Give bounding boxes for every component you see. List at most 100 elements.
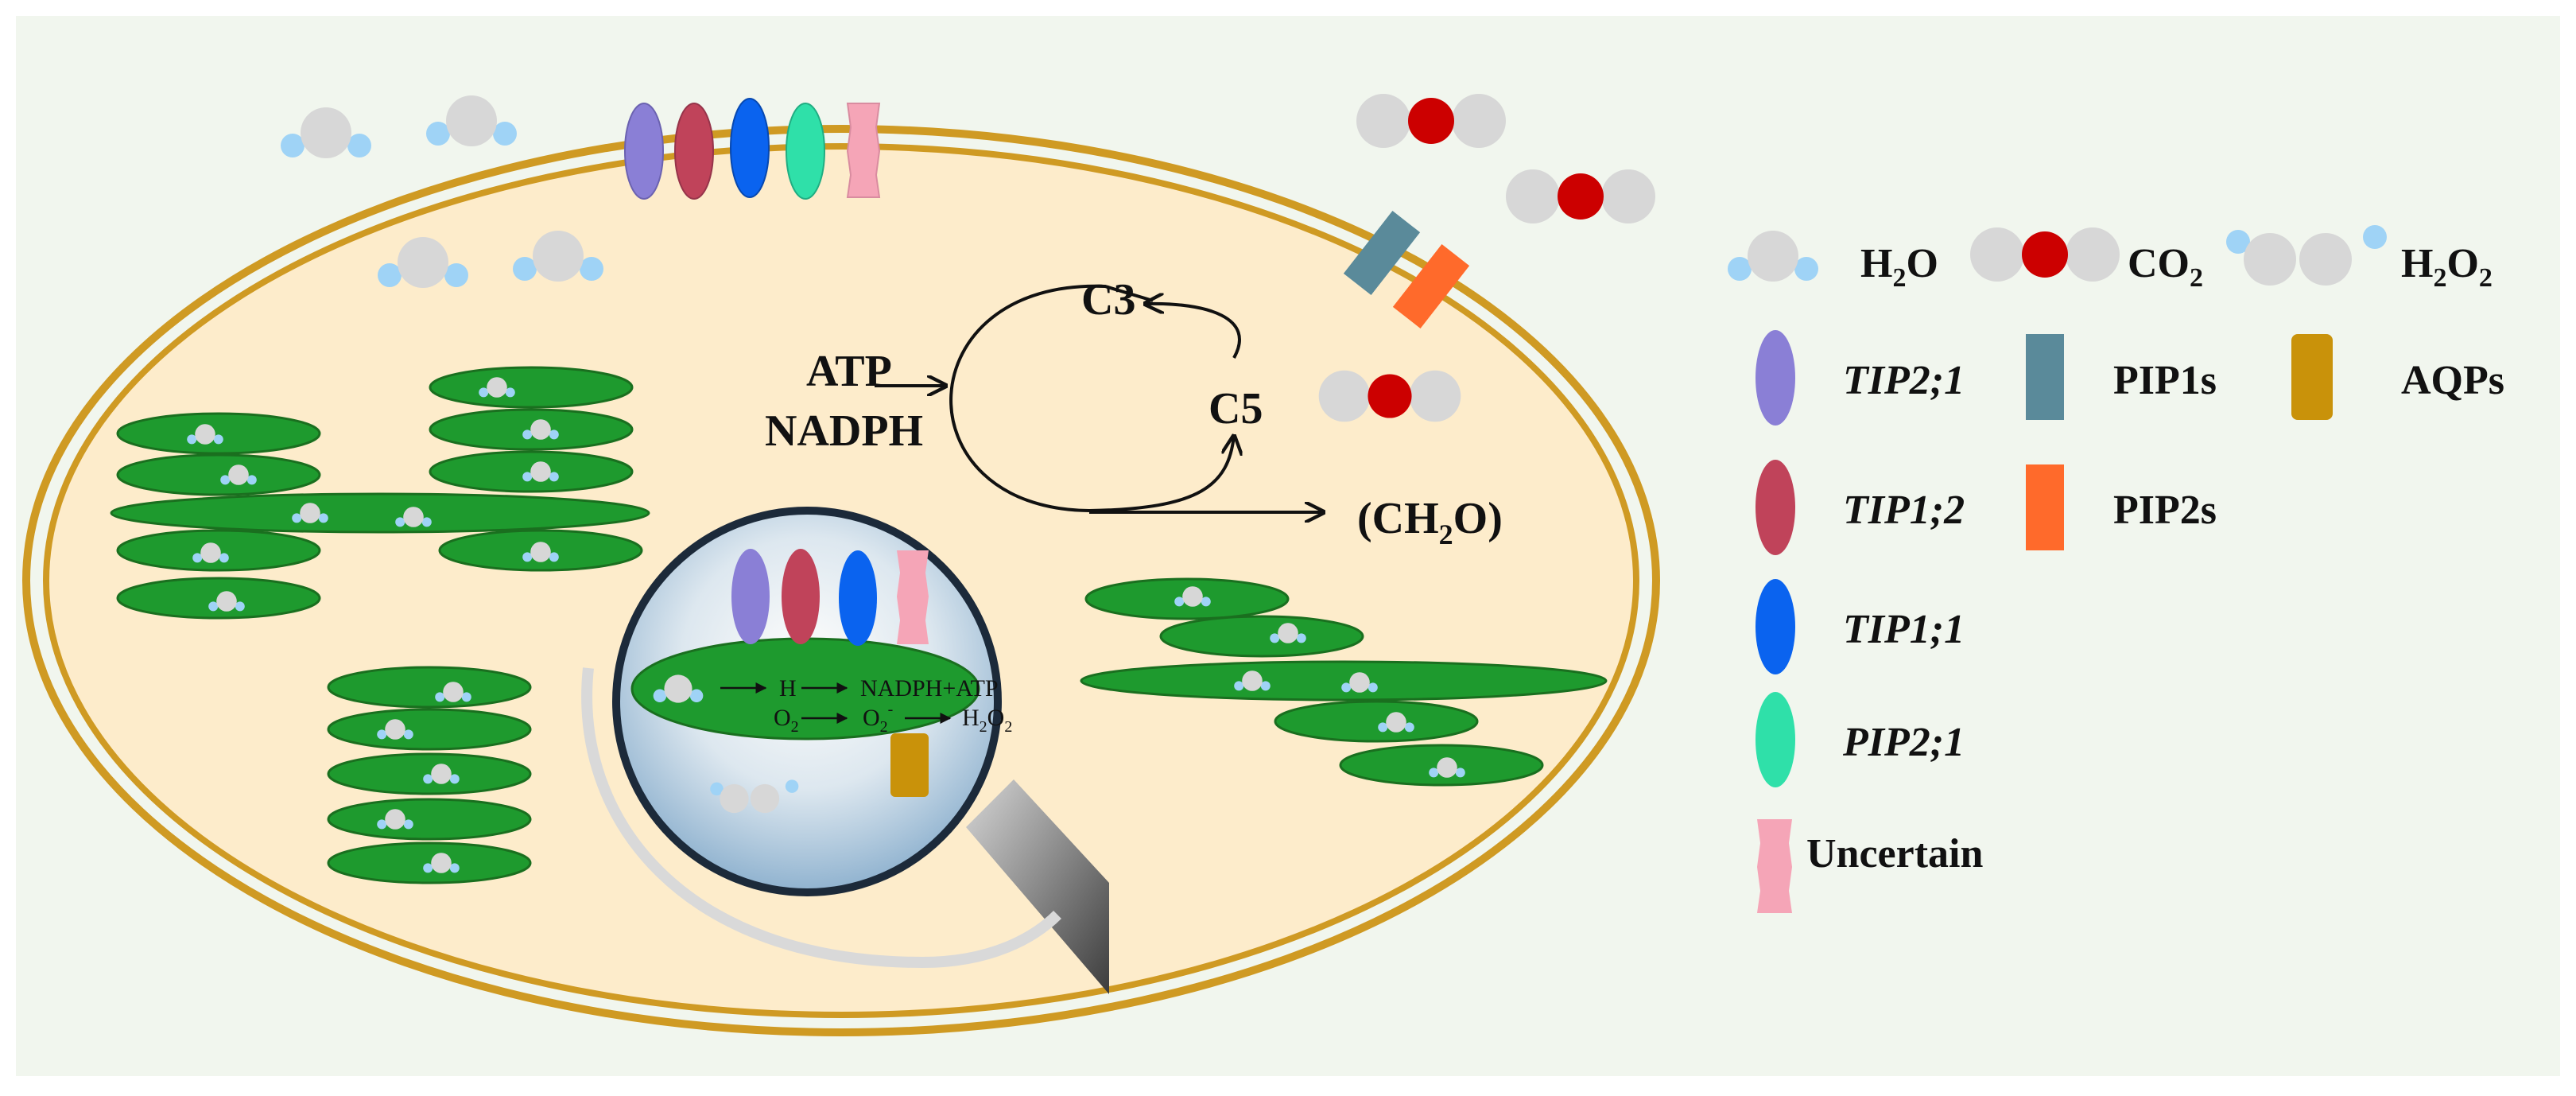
thylakoid-disc <box>1274 700 1479 743</box>
water-mark-icon <box>479 377 515 398</box>
legend-aqps-label: AQPs <box>2401 358 2504 403</box>
lens-h-label: H <box>779 675 797 702</box>
lens-molecules <box>653 674 799 814</box>
water-mark-icon <box>377 809 413 830</box>
calvin-cycle: ATP NADPH C3 C5 (CH2O) <box>765 275 1503 550</box>
tip12-channel <box>674 103 714 200</box>
membrane-channels-right <box>1343 211 1470 328</box>
tip11-channel <box>730 98 770 198</box>
legend-pip21-swatch <box>1755 692 1795 787</box>
water-mark-icon <box>423 764 460 784</box>
water-mark-icon <box>208 591 245 612</box>
thylakoid-disc <box>1159 615 1364 658</box>
legend-uncertain-label: Uncertain <box>1806 831 1983 876</box>
legend-uncertain-swatch <box>1757 819 1792 913</box>
c3-label: C3 <box>1081 275 1135 325</box>
cycle-arc-left <box>949 284 1154 512</box>
thylakoid-disc <box>1080 660 1608 702</box>
product-label: (CH2O) <box>1357 494 1503 550</box>
pip1s-channel <box>1343 211 1421 295</box>
legend-tip21-label: TIP2;1 <box>1843 358 1965 403</box>
legend-tip11-swatch <box>1755 579 1795 674</box>
water-mark-icon <box>1378 712 1414 733</box>
h2o-molecule <box>513 231 603 282</box>
lens-o2-label: O2 <box>774 705 799 736</box>
outer-membrane <box>22 125 1660 1036</box>
water-mark-icon <box>423 853 460 873</box>
water-mark-icon <box>1341 672 1378 693</box>
thylakoid-disc <box>429 366 634 409</box>
lens-uncertain-channel <box>897 550 929 644</box>
to-c5-arrow <box>1088 436 1234 512</box>
legend-h2o2-icon <box>2226 225 2387 286</box>
lens-h2o2-molecule <box>710 779 799 814</box>
thylakoid-disc <box>110 492 650 534</box>
water-mark-icon <box>522 461 559 482</box>
tip21-channel <box>624 103 664 200</box>
water-mark-icon <box>187 424 223 445</box>
h2o-molecule <box>426 95 517 146</box>
pip21-channel <box>786 103 825 200</box>
thylakoid-disc <box>116 453 321 496</box>
water-mark-icon <box>192 542 229 563</box>
h2o-molecule <box>378 237 468 288</box>
legend-co2-label: CO2 <box>2128 241 2203 293</box>
molecules-layer <box>281 94 1655 422</box>
legend-pip2s-label: PIP2s <box>2113 488 2217 533</box>
legend-tip12-label: TIP1;2 <box>1843 488 1965 533</box>
nadph-label: NADPH <box>765 406 923 456</box>
uncertain-channel <box>846 103 881 198</box>
water-mark-icon <box>1429 757 1465 778</box>
legend-molecule-icons <box>1728 225 2387 286</box>
legend: H2O CO2 H2O2 TIP2;1 TIP1;2 TIP1;1 PIP2;1… <box>1728 225 2504 913</box>
legend-tip12-swatch <box>1755 460 1795 555</box>
legend-pip21-label: PIP2;1 <box>1842 720 1965 765</box>
water-mark-icon <box>292 503 328 523</box>
co2-molecule <box>1356 94 1506 148</box>
lens-h2o-molecule <box>653 674 704 703</box>
legend-co2-icon <box>1970 227 2120 282</box>
atp-label: ATP <box>806 347 892 396</box>
thylakoid-disc <box>327 708 532 751</box>
co2-molecule <box>1506 169 1655 223</box>
lens-superoxide-label: O2- <box>863 701 893 736</box>
water-mark-icon <box>522 419 559 440</box>
water-mark-icon <box>395 507 432 527</box>
thylakoid-disc <box>327 752 532 795</box>
thylakoid-disc <box>116 412 321 455</box>
water-mark-icon <box>220 464 257 485</box>
legend-pip1s-label: PIP1s <box>2113 358 2217 403</box>
water-mark-icon <box>522 542 559 562</box>
legend-pip2s-swatch <box>2026 464 2064 550</box>
water-mark-icon <box>1234 670 1271 691</box>
water-mark-icon <box>377 719 413 740</box>
co2-molecule <box>1318 370 1461 422</box>
water-mark-icon <box>435 682 471 702</box>
thylakoid-stacks <box>110 366 1608 884</box>
legend-aqps-swatch <box>2291 334 2333 420</box>
lens-nadph-atp-label: NADPH+ATP <box>860 675 999 702</box>
pip2s-channel <box>1392 244 1470 328</box>
magnifier-rim-shadow <box>581 667 1061 969</box>
h2o-molecule <box>281 107 371 158</box>
magnifier: H NADPH+ATP O2 O2- H2O2 <box>581 507 1109 994</box>
magnifier-handle <box>966 779 1109 994</box>
legend-tip21-swatch <box>1755 330 1795 426</box>
lens-tip11-channel <box>839 550 877 646</box>
lens-aqp-channel <box>890 733 929 797</box>
water-mark-icon <box>1270 623 1306 643</box>
lens-h2o2-label: H2O2 <box>962 705 1012 736</box>
thylakoid-disc <box>327 666 532 709</box>
lens-tip21-channel <box>731 549 770 644</box>
legend-h2o-label: H2O <box>1860 241 1938 293</box>
c5-label: C5 <box>1208 384 1263 433</box>
thylakoid-disc <box>327 841 532 884</box>
c5-to-c3-arrow <box>1145 304 1241 359</box>
thylakoid-disc <box>327 798 532 841</box>
lens-tip12-channel <box>782 549 820 644</box>
membrane-channels-top <box>624 98 881 200</box>
legend-h2o2-label: H2O2 <box>2401 241 2493 293</box>
legend-h2o-icon <box>1728 231 1818 282</box>
